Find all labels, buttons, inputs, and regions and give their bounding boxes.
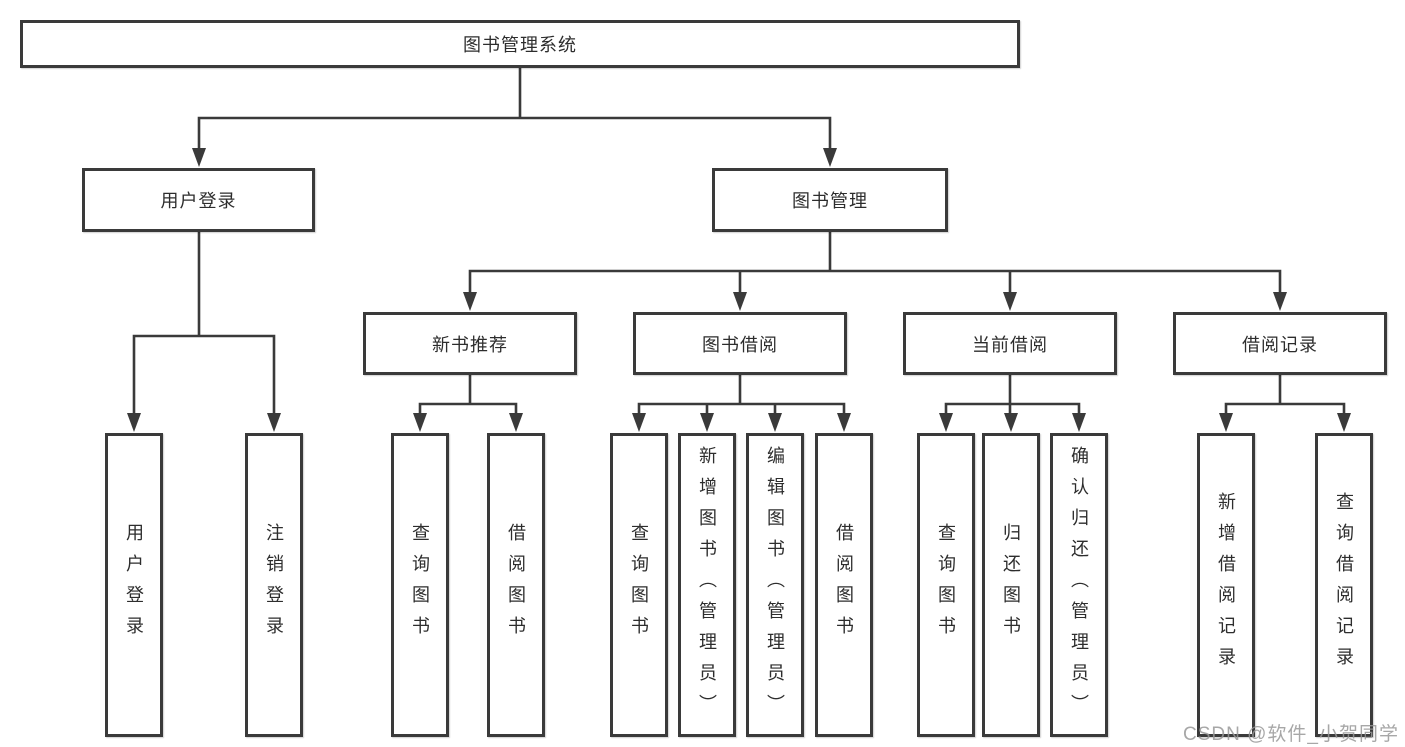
node-borrowing-records: 借阅记录 — [1173, 312, 1387, 375]
node-label: 借阅记录 — [1242, 334, 1318, 355]
leaf-borrow-books: 借阅图书 — [815, 433, 873, 737]
arrowhead — [823, 148, 837, 167]
leaf-rec-borrow-books: 借阅图书 — [487, 433, 545, 737]
node-label: 图书借阅 — [702, 334, 778, 355]
node-book-borrowing: 图书借阅 — [633, 312, 847, 375]
node-label: 当前借阅 — [972, 334, 1048, 355]
leaf-label: 新增图书（管理员） — [697, 445, 717, 725]
arrowhead — [509, 413, 523, 432]
arrowhead — [127, 413, 141, 432]
node-label: 新书推荐 — [432, 334, 508, 355]
leaf-confirm-return-admin: 确认归还（管理员） — [1050, 433, 1108, 737]
arrowhead — [1273, 292, 1287, 311]
node-label: 图书管理系统 — [463, 35, 577, 55]
wire-borrowrecord-rail — [1224, 402, 1346, 414]
leaf-label: 归还图书 — [1001, 523, 1021, 647]
leaf-borrow-query-books: 查询图书 — [610, 433, 668, 737]
arrowhead — [700, 413, 714, 432]
leaf-label: 用户登录 — [124, 523, 144, 647]
wire-level3-rail — [468, 269, 1282, 293]
csdn-watermark: CSDN @软件_小贺同学 — [1183, 724, 1399, 745]
leaf-add-books-admin: 新增图书（管理员） — [678, 433, 736, 737]
wire-level2-rail — [197, 116, 832, 150]
node-root-system: 图书管理系统 — [20, 20, 1020, 68]
leaf-label: 查询借阅记录 — [1334, 492, 1354, 678]
leaf-return-books: 归还图书 — [982, 433, 1040, 737]
leaf-label: 借阅图书 — [834, 523, 854, 647]
leaf-label: 查询图书 — [936, 523, 956, 647]
arrowhead — [1219, 413, 1233, 432]
leaf-label: 查询图书 — [410, 523, 430, 647]
node-label: 图书管理 — [792, 191, 868, 211]
arrowhead — [267, 413, 281, 432]
arrowhead — [1004, 413, 1018, 432]
node-new-book-recommendation: 新书推荐 — [363, 312, 577, 375]
wire-currentborrow-rail — [944, 402, 1081, 414]
leaf-add-borrow-record: 新增借阅记录 — [1197, 433, 1255, 737]
leaf-query-borrow-record: 查询借阅记录 — [1315, 433, 1373, 737]
arrowhead — [1337, 413, 1351, 432]
node-user-login: 用户登录 — [82, 168, 315, 232]
wire-bookborrow-rail — [637, 402, 846, 414]
node-book-management: 图书管理 — [712, 168, 948, 232]
leaf-current-query-books: 查询图书 — [917, 433, 975, 737]
leaf-rec-query-books: 查询图书 — [391, 433, 449, 737]
arrowhead — [939, 413, 953, 432]
arrowhead — [1003, 292, 1017, 311]
leaf-label: 确认归还（管理员） — [1069, 445, 1089, 725]
node-label: 用户登录 — [160, 191, 237, 211]
leaf-label: 新增借阅记录 — [1216, 492, 1236, 678]
arrowhead — [413, 413, 427, 432]
node-current-borrowing: 当前借阅 — [903, 312, 1117, 375]
wire-userlogin-rail — [132, 334, 276, 414]
leaf-label: 编辑图书（管理员） — [765, 445, 785, 725]
arrowhead — [463, 292, 477, 311]
arrowhead — [192, 148, 206, 167]
leaf-label: 注销登录 — [264, 523, 284, 647]
leaf-label: 借阅图书 — [506, 523, 526, 647]
arrowhead — [768, 413, 782, 432]
arrowhead — [632, 413, 646, 432]
arrowhead — [1072, 413, 1086, 432]
arrowhead — [733, 292, 747, 311]
leaf-edit-books-admin: 编辑图书（管理员） — [746, 433, 804, 737]
leaf-label: 查询图书 — [629, 523, 649, 647]
arrowhead — [837, 413, 851, 432]
wire-newbookrec-rail — [418, 402, 518, 414]
leaf-logout: 注销登录 — [245, 433, 303, 737]
leaf-user-login: 用户登录 — [105, 433, 163, 737]
